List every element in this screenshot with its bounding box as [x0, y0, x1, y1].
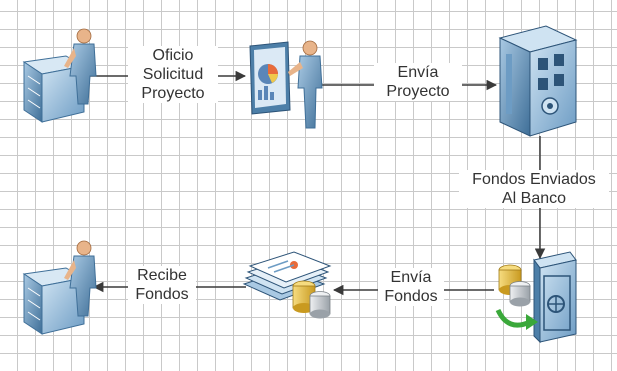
label-envia: Envía [397, 64, 439, 81]
label-fondos-enviados-al-banco: Fondos Enviados Al Banco [459, 170, 609, 208]
person-presenting-chart-icon [249, 40, 323, 129]
person-at-desk-icon [22, 240, 97, 335]
person-at-desk-icon [22, 28, 97, 123]
label-oficio-solicitud-proyecto: Oficio Solicitud Proyecto [128, 46, 218, 103]
label-recibe-fondos: Recibe Fondos [128, 266, 196, 304]
label-solicitud: Solicitud [142, 66, 204, 83]
label-al-banco: Al Banco [501, 190, 567, 207]
label-fondos-2: Fondos [135, 286, 189, 303]
label-fondos: Fondos [384, 288, 438, 305]
label-envia-proyecto: Envía Proyecto [374, 63, 462, 101]
label-proyecto: Proyecto [141, 85, 205, 102]
bank-building-icon [498, 25, 578, 137]
vault-with-coins-icon [495, 251, 577, 344]
label-oficio: Oficio [152, 47, 194, 64]
label-recibe: Recibe [137, 267, 187, 284]
label-fondos-enviados: Fondos Enviados [472, 171, 596, 188]
label-proyecto-2: Proyecto [386, 83, 450, 100]
label-envia-2: Envía [390, 269, 432, 286]
label-envia-fondos: Envía Fondos [378, 268, 444, 306]
documents-and-coins-icon [242, 251, 332, 319]
